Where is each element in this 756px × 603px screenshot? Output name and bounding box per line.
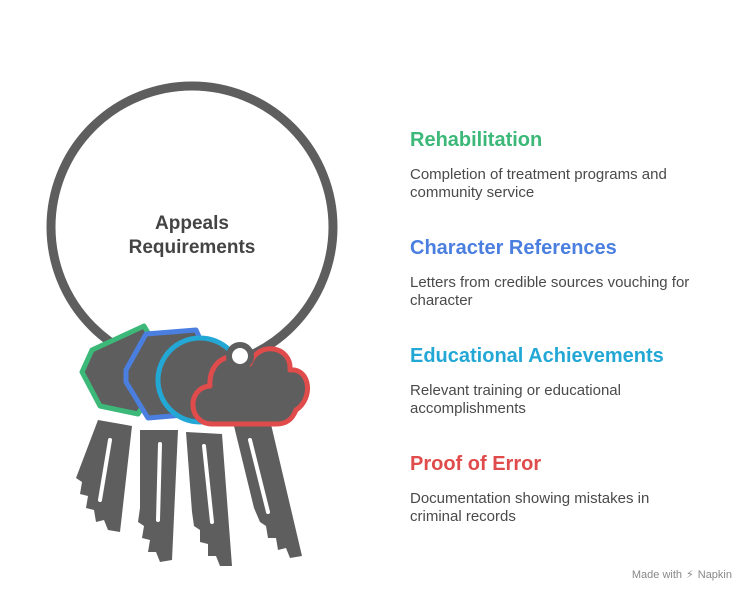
item-rehabilitation: Rehabilitation Completion of treatment p… <box>410 128 730 202</box>
key-shaft-4 <box>234 420 302 558</box>
credit-brand: Napkin <box>697 568 732 581</box>
item-title: Educational Achievements <box>410 345 664 367</box>
item-description: Completion of treatment programs and com… <box>410 166 730 202</box>
made-with-credit: Made with ⚡ Napkin <box>631 568 732 582</box>
key-groove-2 <box>156 442 162 522</box>
ring-title-line2: Requirements <box>128 237 256 258</box>
napkin-logo-icon: ⚡ <box>686 569 694 581</box>
item-description: Relevant training or educational accompl… <box>410 382 730 418</box>
item-title: Proof of Error <box>410 453 542 475</box>
key-groove-4 <box>248 438 270 514</box>
item-proof-of-error: Proof of Error Documentation showing mis… <box>410 452 730 526</box>
item-desc-line1: Completion of treatment programs and <box>410 166 667 183</box>
item-description: Documentation showing mistakes in crimin… <box>410 490 730 526</box>
item-description: Letters from credible sources vouching f… <box>410 274 730 310</box>
item-desc-line2: accomplishments <box>410 400 526 417</box>
item-desc-line1: Letters from credible sources vouching f… <box>410 274 690 291</box>
item-educational-achievements: Educational Achievements Relevant traini… <box>410 344 730 418</box>
item-desc-line2: character <box>410 292 473 309</box>
item-desc-line1: Relevant training or educational <box>410 382 621 399</box>
item-character-references: Character References Letters from credib… <box>410 236 730 310</box>
key-head-red <box>190 346 310 427</box>
ring-title-line1: Appeals <box>155 213 229 234</box>
key-hole <box>226 342 254 370</box>
item-desc-line2: criminal records <box>410 508 516 525</box>
item-title: Rehabilitation <box>410 129 543 151</box>
key-grooves <box>98 438 270 524</box>
credit-label: Made with <box>631 568 683 581</box>
ring-title: Appeals Requirements <box>92 212 292 260</box>
key-groove-1 <box>98 438 112 502</box>
item-desc-line1: Documentation showing mistakes in <box>410 490 650 507</box>
key-groove-3 <box>202 444 214 524</box>
item-title: Character References <box>410 237 617 259</box>
item-desc-line2: community service <box>410 184 535 201</box>
